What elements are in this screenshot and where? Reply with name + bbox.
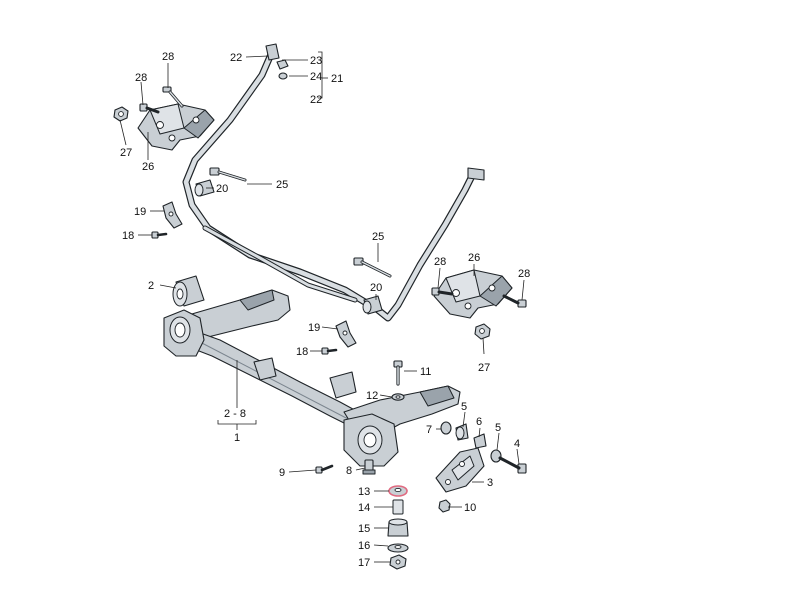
nut-17 <box>389 554 407 570</box>
left-bracket-bolt-side <box>139 103 160 114</box>
callout-label: 6 <box>476 416 482 428</box>
bushing-7 <box>440 421 452 435</box>
callout-label: 22 <box>230 52 242 64</box>
sleeve-14 <box>392 499 404 515</box>
callout-label: 7 <box>426 424 432 436</box>
callout-label: 18 <box>296 346 308 358</box>
callout-label: 14 <box>358 502 370 514</box>
callout-label: 8 <box>346 465 352 477</box>
callout-label: 15 <box>358 523 370 535</box>
callout-label: 20 <box>370 282 382 294</box>
callout-label: 23 <box>310 55 322 67</box>
callout-label: 25 <box>276 179 288 191</box>
axle-beam <box>163 289 461 467</box>
callout-label: 27 <box>478 362 490 374</box>
callout-label: 28 <box>518 268 530 280</box>
callout-label: 18 <box>122 230 134 242</box>
left-bracket-bolt-upper <box>162 86 184 108</box>
right-bracket-bolt-right <box>502 294 527 308</box>
link-nut-23 <box>276 59 289 70</box>
callout-label: 2 - 8 <box>224 408 246 420</box>
link-washer-24 <box>278 72 288 80</box>
screw-9 <box>315 464 334 474</box>
callout-labels: 28 28 27 26 22 23 24 21 22 20 25 19 18 2… <box>120 51 530 569</box>
callout-label: 27 <box>120 147 132 159</box>
callout-label: 21 <box>331 73 343 85</box>
callout-label: 9 <box>279 467 285 479</box>
callout-label: 22 <box>310 94 322 106</box>
clamp-bolt-left <box>209 167 247 182</box>
callout-label: 28 <box>434 256 446 268</box>
right-bracket-nut <box>474 323 491 340</box>
callout-label: 19 <box>134 206 146 218</box>
clamp-bolt-lower <box>321 347 338 355</box>
shock-washer <box>391 393 405 401</box>
callout-label: 5 <box>495 422 501 434</box>
bolt-4 <box>498 456 527 474</box>
trailing-arm-bushing <box>172 275 205 307</box>
shock-bolt <box>393 360 403 386</box>
buffer-13 <box>388 485 408 497</box>
stud-8 <box>362 459 376 475</box>
left-bracket-nut <box>113 106 129 122</box>
nut-10 <box>438 499 451 513</box>
callout-label: 5 <box>461 401 467 413</box>
callout-label: 24 <box>310 71 322 83</box>
callout-label: 28 <box>135 72 147 84</box>
right-bracket-bolt-left <box>431 287 454 296</box>
callout-label: 3 <box>487 477 493 489</box>
callout-label: 19 <box>308 322 320 334</box>
callout-label: 1 <box>234 432 240 444</box>
sleeve-6 <box>473 433 487 449</box>
clamp-bracket-upper <box>162 201 183 229</box>
buffer-15 <box>387 518 409 537</box>
left-mounting-bracket <box>137 103 215 151</box>
callout-label: 11 <box>420 366 431 378</box>
callout-label: 17 <box>358 557 370 569</box>
washer-16 <box>387 543 409 553</box>
callout-label: 25 <box>372 231 384 243</box>
callout-label: 12 <box>366 390 378 402</box>
callout-label: 20 <box>216 183 228 195</box>
stabilizer-bar <box>182 43 485 322</box>
bushing-5-lower <box>490 449 502 463</box>
clamp-bolt-upper <box>151 231 168 239</box>
bushing-5-upper <box>455 423 469 441</box>
bracket-3 <box>435 447 485 493</box>
rubber-bushing-left <box>194 179 215 197</box>
callout-label: 26 <box>142 161 154 173</box>
callout-label: 26 <box>468 252 480 264</box>
callout-label: 10 <box>464 502 476 514</box>
leader-lines <box>119 51 525 563</box>
rubber-bushing-right <box>362 295 383 315</box>
callout-label: 13 <box>358 486 370 498</box>
callout-label: 28 <box>162 51 174 63</box>
right-mounting-bracket <box>433 269 513 319</box>
callout-label: 2 <box>148 280 154 292</box>
stabilizer-link-rod <box>202 225 358 303</box>
clamp-bolt-right <box>353 257 392 278</box>
callout-label: 16 <box>358 540 370 552</box>
clamp-bracket-lower <box>335 320 357 348</box>
callout-label: 4 <box>514 438 520 450</box>
